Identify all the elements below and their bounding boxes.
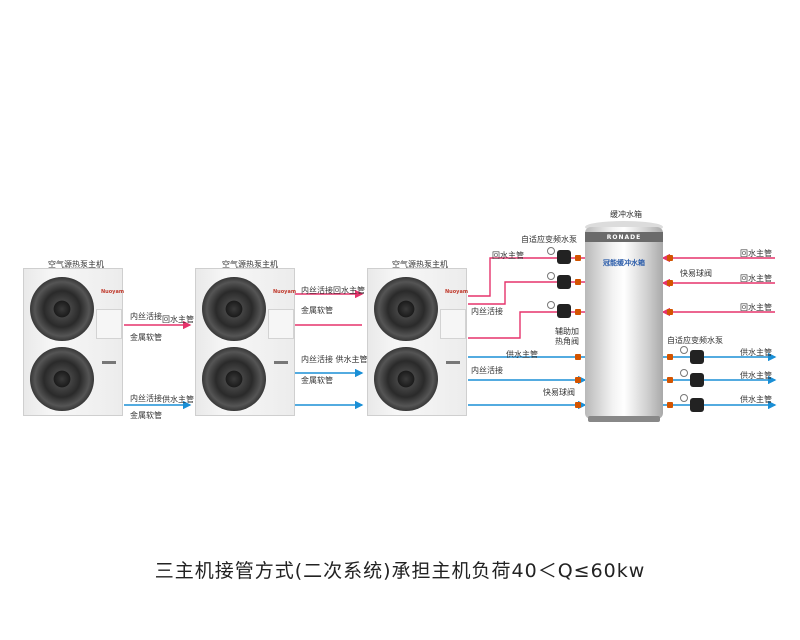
valve-icon [575, 279, 581, 285]
return-pipe-3c [468, 311, 585, 339]
label-adaptive-pump: 自适应变频水泵 [667, 336, 723, 345]
label-inner-union: 内丝活接 [130, 312, 162, 321]
return-pipe-3a [468, 257, 585, 297]
heat-pump-unit-1: Nuoyam [23, 268, 125, 416]
label-return-main: 回水主管 [492, 251, 524, 260]
tank-base [588, 416, 660, 422]
label-supply-main: 供水主管 [162, 395, 194, 404]
label-return-main: 回水主管 [740, 274, 772, 283]
return-pipe-3b [468, 281, 585, 305]
fan-icon [374, 347, 438, 411]
label-inner-union-supply: 内丝活接 供水主管 [301, 355, 368, 364]
buffer-tank [585, 227, 663, 419]
unit-panel [440, 309, 466, 339]
fan-icon [30, 347, 94, 411]
valve-icon [667, 255, 673, 261]
gauge-icon [547, 272, 555, 280]
return-pipes [124, 253, 775, 339]
valve-icon [575, 309, 581, 315]
valve-icon [667, 309, 673, 315]
heat-pump-unit-2: Nuoyam [195, 268, 297, 416]
label-metal-hose: 金属软管 [301, 306, 333, 315]
gauge-icon [680, 394, 688, 402]
valve-icon [575, 255, 581, 261]
pump-icon [557, 250, 571, 264]
label-return-main: 回水主管 [740, 303, 772, 312]
label-inner-union: 内丝活接 [471, 307, 503, 316]
label-aux-heater: 辅助加热角阀 [555, 327, 579, 346]
label-quick-valve: 快易球阀 [680, 269, 712, 278]
tank-brand: RONADE [606, 234, 642, 241]
unit-brand: Nuoyam [273, 289, 297, 295]
label-supply-main: 供水主管 [740, 348, 772, 357]
label-inner-union-return: 内丝活接回水主管 [301, 286, 365, 295]
valve-icon [667, 354, 673, 360]
unit-brand: Nuoyam [445, 289, 469, 295]
gauge-icon [547, 247, 555, 255]
valve-icon [667, 280, 673, 286]
valve-icon [575, 377, 581, 383]
gauge-icon [680, 369, 688, 377]
label-metal-hose: 金属软管 [130, 411, 162, 420]
heat-pump-unit-3: Nuoyam [367, 268, 469, 416]
pump-icon [690, 350, 704, 364]
label-return-main: 回水主管 [162, 315, 194, 324]
vent-icon [102, 361, 116, 364]
vent-icon [446, 361, 460, 364]
gauge-icon [680, 346, 688, 354]
fan-icon [374, 277, 438, 341]
label-supply-main: 供水主管 [740, 371, 772, 380]
unit-1-title: 空气源热泵主机 [48, 260, 104, 269]
gauge-icon [547, 301, 555, 309]
label-metal-hose: 金属软管 [130, 333, 162, 342]
tank-name: 冠能缓冲水箱 [603, 259, 645, 267]
pump-icon [557, 275, 571, 289]
label-buffer-tank: 缓冲水箱 [610, 210, 642, 219]
pump-icon [690, 373, 704, 387]
supply-pipes [124, 352, 777, 410]
unit-panel [268, 309, 294, 339]
diagram-caption: 三主机接管方式(二次系统)承担主机负荷40＜Q≤60kw [154, 560, 646, 582]
fan-icon [202, 347, 266, 411]
label-adaptive-pump: 自适应变频水泵 [521, 235, 577, 244]
fan-icon [202, 277, 266, 341]
pump-icon [557, 304, 571, 318]
unit-2-title: 空气源热泵主机 [222, 260, 278, 269]
label-inner-union: 内丝活接 [471, 366, 503, 375]
pump-icon [690, 398, 704, 412]
valve-icon [575, 354, 581, 360]
fan-icon [30, 277, 94, 341]
label-return-main: 回水主管 [740, 249, 772, 258]
valve-icon [667, 402, 673, 408]
label-inner-union: 内丝活接 [130, 394, 162, 403]
unit-3-title: 空气源热泵主机 [392, 260, 448, 269]
label-supply-main: 供水主管 [506, 350, 538, 359]
unit-panel [96, 309, 122, 339]
label-quick-valve: 快易球阀 [543, 388, 575, 397]
unit-brand: Nuoyam [101, 289, 125, 295]
label-metal-hose: 金属软管 [301, 376, 333, 385]
valve-icon [667, 377, 673, 383]
tank-band [585, 232, 663, 242]
label-supply-main: 供水主管 [740, 395, 772, 404]
valve-icon [575, 402, 581, 408]
vent-icon [274, 361, 288, 364]
